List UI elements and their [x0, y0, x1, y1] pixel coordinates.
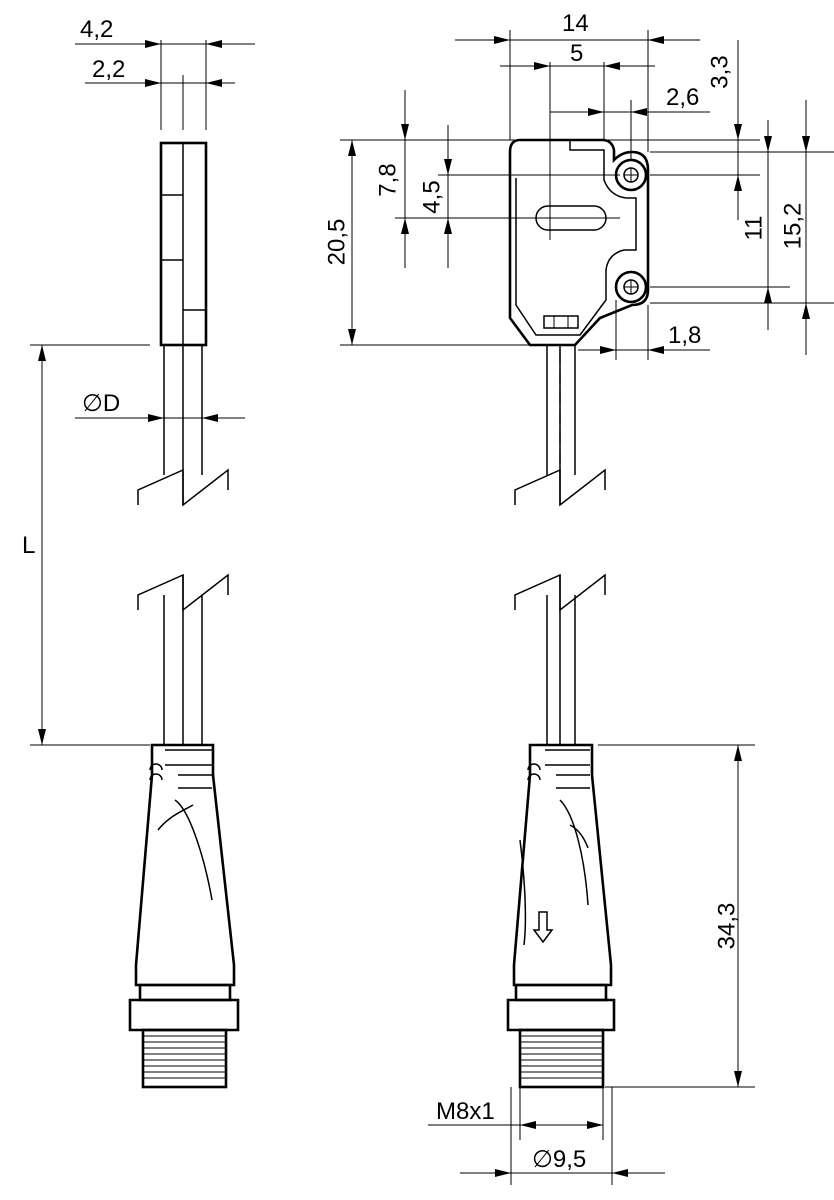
dim-ext-14 [509, 30, 649, 152]
front-led [543, 315, 579, 329]
dim-ext-dia-9-5 [510, 1087, 613, 1185]
front-connector-nut [506, 998, 616, 1032]
front-cable-lower [546, 575, 576, 745]
side-ext-lines [160, 40, 207, 130]
side-view [30, 40, 255, 1089]
dim-ext-15-2 [650, 151, 834, 304]
side-break-upper [137, 468, 229, 507]
side-connector-curves [157, 799, 213, 901]
front-body-outer [508, 138, 650, 347]
side-connector-nut [128, 998, 240, 1032]
label-total-width: 14 [562, 10, 589, 37]
front-connector-thread [518, 1028, 605, 1089]
front-body-inner [515, 140, 637, 336]
side-connector-body [134, 743, 236, 987]
front-break-upper [514, 468, 606, 507]
label-cable-diameter: ∅D [82, 390, 121, 417]
label-side-width-outer: 4,2 [80, 16, 114, 43]
side-cable-lower [163, 575, 203, 745]
label-mount-height: 15,2 [779, 202, 807, 250]
label-total-height: 20,5 [323, 218, 351, 266]
front-view [340, 30, 834, 1185]
front-connector-curves [519, 799, 589, 946]
front-connector-grip [545, 749, 590, 789]
label-hole-edge: 1,8 [668, 322, 702, 349]
dim-ext-3-3 [600, 139, 760, 176]
side-body-steps [161, 143, 206, 345]
dim-ext-l [30, 344, 150, 746]
label-side-width-inner: 2,2 [92, 56, 126, 83]
label-connector-length: 34,3 [713, 902, 741, 950]
front-hole-bottom [614, 270, 648, 304]
label-slot-height-outer: 7,8 [374, 163, 402, 197]
label-hole-spacing: 11 [740, 215, 768, 241]
dim-ext-5 [549, 62, 605, 240]
label-thread: M8x1 [436, 1098, 495, 1125]
side-connector-grip [165, 749, 212, 789]
front-connector-grip-caps [527, 763, 541, 781]
front-connector-body [512, 743, 613, 987]
front-connector-collar [514, 983, 608, 1002]
label-connector-diameter: ∅9,5 [532, 1146, 587, 1173]
side-connector-thread [141, 1028, 228, 1089]
side-connector-collar [138, 983, 232, 1002]
label-hole-offset: 2,6 [666, 84, 700, 111]
dim-ext-20-5 [340, 139, 530, 346]
dim-ext-7-8 [395, 139, 620, 219]
label-slot-height-inner: 4,5 [418, 180, 446, 214]
dim-ext-m8 [519, 1087, 604, 1140]
label-slot-width: 5 [570, 40, 584, 67]
side-connector-grip-caps [149, 763, 163, 781]
label-cable-length: L [22, 532, 36, 559]
front-cable-upper [546, 345, 576, 505]
label-top-hole-offset: 3,3 [706, 55, 734, 89]
dim-ext-34-3 [598, 744, 755, 1088]
front-direction-arrow [532, 911, 554, 944]
